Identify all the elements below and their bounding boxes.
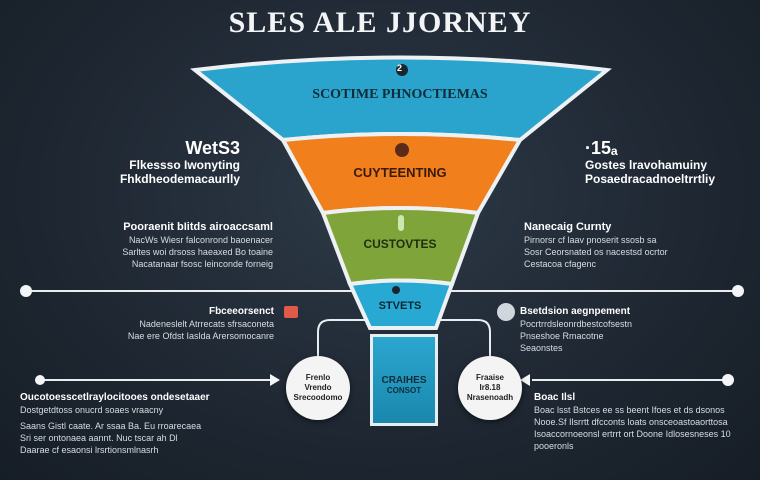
left-top-value: WetS3 <box>185 138 240 158</box>
circle-right-line1: Fraaise <box>475 373 505 382</box>
left-low-line: Nae ere Ofdst Iaslda Arersomocanre <box>127 331 274 341</box>
left-low-line: Nadeneslelt Atrrecats sfrsaconeta <box>139 319 274 329</box>
connector-dot-low-left <box>35 375 45 385</box>
page-title: SLES ALE JJORNEY <box>228 6 532 39</box>
left-top-block: WetS3 Flkessso Iwonyting Fhkdheodemacaur… <box>90 138 240 186</box>
stage-3-label: CUSTOVTES <box>363 237 437 251</box>
person-icon <box>395 143 409 157</box>
center-box: CRAIHES CONSOT <box>370 334 438 426</box>
right-mid-block: Nanecaig Curnty Pirnorsr cf laav pnoseri… <box>524 220 699 270</box>
right-mid-line: Sosr Ceorsnated os nacestsd ocrtor <box>524 247 668 257</box>
curve-right <box>436 319 491 356</box>
curve-left <box>317 319 372 356</box>
funnel-stage-4 <box>347 278 455 330</box>
hand-icon <box>392 286 400 294</box>
right-low-title: Bsetdsion aegnpement <box>520 306 631 317</box>
right-low-block: Bsetdsion aegnpement Pocrtrrdsleonrdbest… <box>520 306 690 354</box>
connector-dot-right <box>732 285 744 297</box>
circle-right-line3: Nrasenoadh <box>466 393 514 402</box>
right-mid-line: Cestacoa cfagenc <box>524 259 597 269</box>
stage-2-label: CUYTEENTING <box>353 165 447 180</box>
bottom-left-title: Oucotoesscetlraylocitooes ondesetaaer <box>20 392 210 403</box>
right-low-line: Pnseshoe Rmacotne <box>520 331 604 341</box>
connector-dot-low-right <box>722 374 734 386</box>
center-box-line2: CONSOT <box>386 386 422 395</box>
connector-dot-left <box>20 285 32 297</box>
bottom-left-line: Sri ser ontonaea aannt. Nuc tscar ah Dl <box>20 433 178 443</box>
bottom-left-line: Saans Gistl caate. Ar ssaa Ba. Eu rroare… <box>20 421 202 431</box>
bottom-left-block: Oucotoesscetlraylocitooes ondesetaaer Do… <box>20 392 265 456</box>
stage-1-number: 2 <box>397 63 403 73</box>
right-top-value: ·15ₐ <box>585 138 618 158</box>
left-mid-line: NacWs Wiesr falconrond baoenacer <box>128 235 273 245</box>
circle-left-line3: Srecoodomo <box>293 393 343 402</box>
plant-icon <box>398 215 404 231</box>
left-low-block: Fbceeorsenct Nadeneslelt Atrrecats sfrsa… <box>98 306 274 342</box>
left-mid-line: Sarltes woi drsoss haeaxed Bo toaine <box>122 247 273 257</box>
right-low-line: Seaonstes <box>520 343 563 353</box>
circle-left: Frenlo Vrendo Srecoodomo <box>286 356 350 420</box>
bottom-left-line: Daarae cf esaonsi lrsrtionsmlnasrh <box>20 445 159 455</box>
circle-right: Fraaise Ir8.18 Nrasenoadh <box>458 356 522 420</box>
stage-1-label: SCOTIME PHNOCTIEMAS <box>312 87 488 102</box>
bottom-right-title: Boac Ilsl <box>534 392 576 403</box>
left-mid-block: Pooraenit bIitds airoaccsaml NacWs Wiesr… <box>88 220 273 270</box>
bottom-left-line: Dostgetdtoss onucrd soaes vraacny <box>20 405 164 415</box>
circle-left-line2: Vrendo <box>304 383 332 392</box>
flag-icon <box>284 306 298 318</box>
right-mid-line: Pirnorsr cf laav pnoserit ssosb sa <box>524 235 657 245</box>
badge-icon <box>396 64 408 76</box>
right-top-block: ·15ₐ Gostes lravohamuiny Posaedracadnoel… <box>585 138 750 186</box>
bottom-right-line: pooeronls <box>534 441 574 451</box>
arrow-left <box>270 374 280 386</box>
right-top-subtitle: Posaedracadnoeltrrtliy <box>585 172 716 186</box>
circle-left-line1: Frenlo <box>305 373 331 382</box>
right-low-line: Pocrtrrdsleonrdbestcofsestn <box>520 319 633 329</box>
bottom-right-block: Boac Ilsl Boac lsst Bstces ee ss beent I… <box>534 392 754 452</box>
right-mid-title: Nanecaig Curnty <box>524 221 612 233</box>
center-box-line1: CRAIHES <box>381 375 427 386</box>
bottom-right-line: Isoaccornoeonsl ertrrt ort Doone Idloses… <box>534 429 731 439</box>
left-top-title: Flkessso Iwonyting <box>129 158 240 172</box>
bottom-right-line: Boac lsst Bstces ee ss beent Ifoes et ds… <box>534 405 725 415</box>
left-mid-title: Pooraenit bIitds airoaccsaml <box>123 221 273 233</box>
left-top-subtitle: Fhkdheodemacaurlly <box>119 172 240 186</box>
circle-right-line2: Ir8.18 <box>479 383 501 392</box>
right-top-title: Gostes lravohamuiny <box>585 158 708 172</box>
left-low-title: Fbceeorsenct <box>208 306 274 317</box>
arrow-right <box>520 374 530 386</box>
chat-icon <box>497 303 515 321</box>
left-mid-line: Nacatanaar fsosc leinconde forneig <box>131 259 273 269</box>
bottom-right-line: Nooe.Sf Ilsrrtt dfcconts loats onsceoast… <box>534 417 728 427</box>
stage-4-label: STVETS <box>378 300 422 312</box>
